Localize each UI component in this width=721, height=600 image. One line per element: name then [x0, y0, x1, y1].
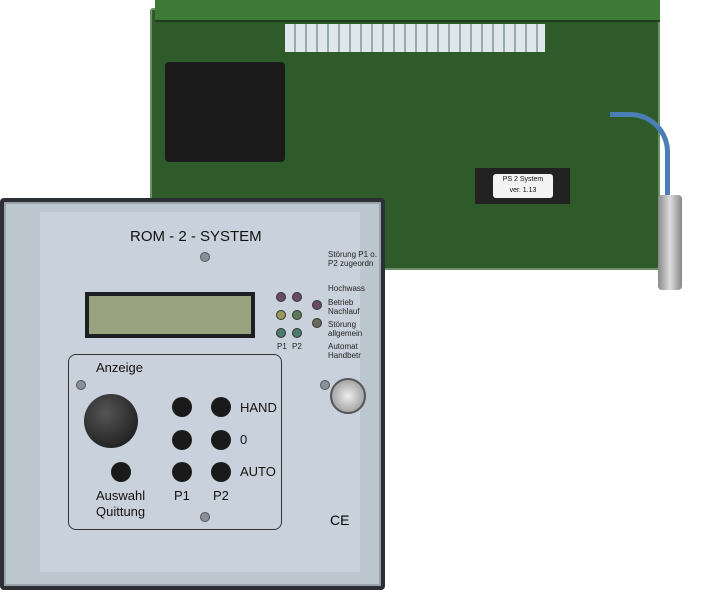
led-p2-auto [292, 328, 302, 338]
din-rail-terminal-strip [155, 0, 660, 22]
p2-auto-button[interactable] [211, 462, 231, 482]
p1-hand-button[interactable] [172, 397, 192, 417]
led-p2-fault [292, 292, 302, 302]
led-general-fault [312, 318, 322, 328]
acknowledge-button[interactable] [111, 462, 131, 482]
p1-off-button[interactable] [172, 430, 192, 450]
screw-icon [200, 512, 210, 522]
led-p1-fault [276, 292, 286, 302]
selection-knob[interactable] [84, 394, 138, 448]
keypad-area [68, 354, 282, 530]
screw-icon [200, 252, 210, 262]
ce-mark: CE [330, 512, 350, 528]
indicator-label: Störung P1 o. P2 zugeordn [328, 250, 377, 268]
p2-hand-button[interactable] [211, 397, 231, 417]
pressure-hose [610, 112, 670, 202]
transformer [165, 62, 285, 162]
terminal-blocks [285, 24, 545, 52]
front-panel [40, 212, 360, 572]
panel-title: ROM - 2 - SYSTEM [130, 228, 262, 245]
indicator-label: Betrieb Nachlauf [328, 298, 360, 316]
p1-auto-button[interactable] [172, 462, 192, 482]
lock-icon[interactable] [330, 378, 366, 414]
indicator-label: Störung allgemein [328, 320, 363, 338]
hose-connector [658, 195, 682, 290]
led-high-water [312, 300, 322, 310]
indicator-label: Hochwass [328, 284, 365, 293]
indicator-label: Automat Handbetr [328, 342, 361, 360]
led-p2-run [292, 310, 302, 320]
screw-icon [320, 380, 330, 390]
led-p1-auto [276, 328, 286, 338]
lcd-display [85, 292, 255, 338]
led-p1-run [276, 310, 286, 320]
p2-off-button[interactable] [211, 430, 231, 450]
screw-icon [76, 380, 86, 390]
